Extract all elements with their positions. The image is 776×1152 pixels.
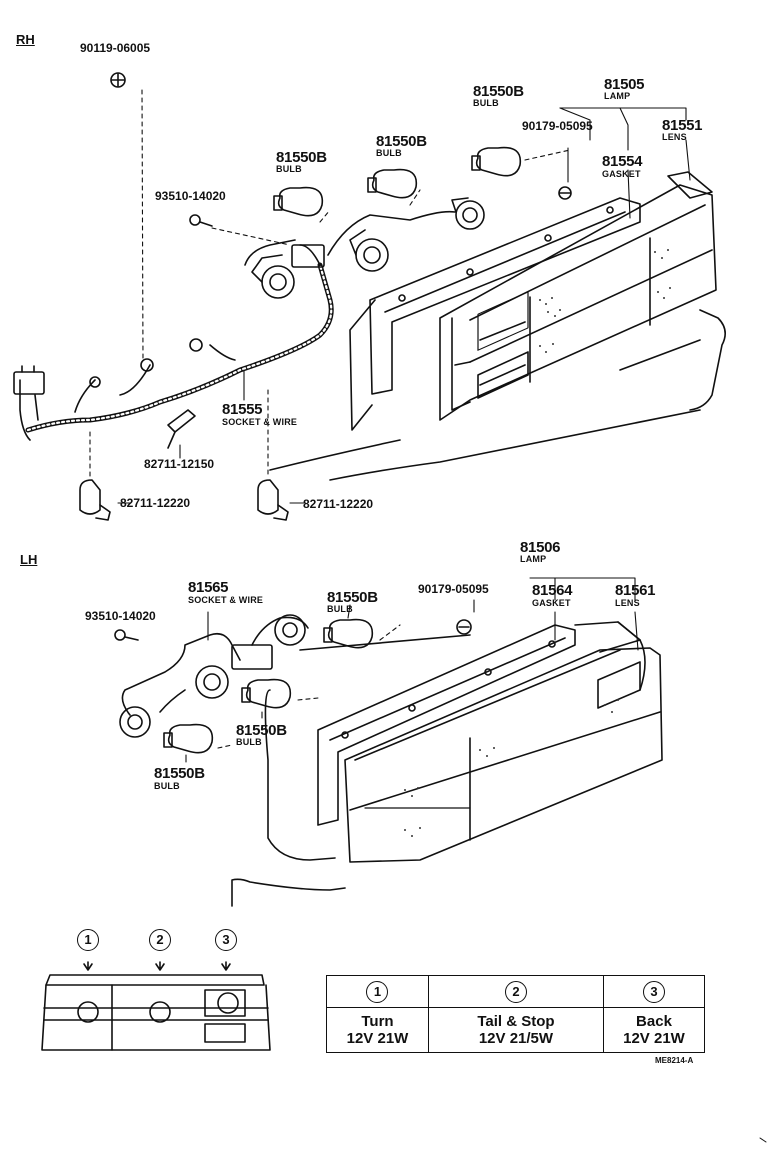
rh-nut-part-number: 90179-05095 xyxy=(522,119,593,133)
rh-gasket-number: 81554 xyxy=(602,153,643,170)
lh-socket-wire-name: SOCKET & WIRE xyxy=(188,595,264,605)
rh-socket-wire-name: SOCKET & WIRE xyxy=(222,417,298,427)
lh-lamp-housing xyxy=(344,621,663,863)
misc-marks xyxy=(759,1137,767,1143)
rh-sockets xyxy=(13,197,485,395)
lh-sockets xyxy=(119,614,306,738)
rh-lamp-number: 81505 xyxy=(604,76,645,93)
lh-bulb-low-name: BULB xyxy=(154,781,180,791)
rh-clamp-3-part-number: 82711-12220 xyxy=(303,497,374,511)
lh-bulbs xyxy=(163,618,374,754)
spec-rating: 12V 21W xyxy=(623,1030,685,1047)
rh-bulb-3-number: 81550B xyxy=(473,83,524,100)
position-marker-3: 3 xyxy=(215,929,237,951)
rh-clamp-2-part-number: 82711-12220 xyxy=(120,496,191,510)
rh-lamp-speckle xyxy=(539,249,671,353)
lh-leaders xyxy=(185,577,639,763)
position-diagram xyxy=(41,961,271,1051)
rh-body-outline xyxy=(269,299,726,481)
rh-bulb-1-number: 81550B xyxy=(276,149,327,166)
spec-table-header-row: 1 2 3 xyxy=(326,975,706,1008)
lh-lamp-name: LAMP xyxy=(520,554,547,564)
figure-code: ME8214-A xyxy=(655,1056,694,1065)
lh-bulb-mid-number: 81550B xyxy=(236,722,287,739)
spec-name: Turn xyxy=(361,1012,394,1030)
rh-bulb-1-name: BULB xyxy=(276,164,302,174)
spec-header-cell: 3 xyxy=(602,975,706,1008)
rh-gasket-name: GASKET xyxy=(602,169,641,179)
rh-bulb-2-number: 81550B xyxy=(376,133,427,150)
position-marker-2: 2 xyxy=(149,929,171,951)
rh-gasket xyxy=(369,197,641,395)
rh-harness xyxy=(19,210,456,441)
rh-bulb-2-name: BULB xyxy=(376,148,402,158)
lh-small-parts xyxy=(114,619,472,641)
rh-socket-wire-number: 81555 xyxy=(222,401,263,418)
lh-bulb-top-number: 81550B xyxy=(327,589,378,606)
spec-name: Tail & Stop xyxy=(477,1012,555,1030)
spec-header-3: 3 xyxy=(642,980,665,1003)
lh-lamp-number: 81506 xyxy=(520,539,561,556)
rh-leaders xyxy=(89,89,691,504)
lh-bulb-low-number: 81550B xyxy=(154,765,205,782)
lh-gasket-number: 81564 xyxy=(532,582,573,599)
spec-rating: 12V 21W xyxy=(346,1030,409,1047)
section-label-lh: LH xyxy=(20,552,38,567)
rh-clip-screw-part-number: 93510-14020 xyxy=(155,189,226,203)
lh-lamp-speckle xyxy=(404,699,619,837)
lh-clip-screw-part-number: 93510-14020 xyxy=(85,609,156,623)
spec-rating: 12V 21/5W xyxy=(478,1030,554,1047)
rh-clamp-1-part-number: 82711-12150 xyxy=(144,457,215,471)
spec-header-cell: 1 xyxy=(326,975,429,1008)
spec-name: Back xyxy=(636,1012,672,1030)
lh-bulb-mid-name: BULB xyxy=(236,737,262,747)
lh-gasket-name: GASKET xyxy=(532,598,571,608)
spec-header-2: 2 xyxy=(504,980,527,1003)
lh-lens-number: 81561 xyxy=(615,582,656,599)
rh-bulb-3-name: BULB xyxy=(473,98,499,108)
lh-lens-name: LENS xyxy=(615,598,640,608)
spec-header-1: 1 xyxy=(366,980,389,1003)
rh-lamp-name: LAMP xyxy=(604,91,631,101)
rh-lamp-housing xyxy=(439,171,717,421)
position-marker-1: 1 xyxy=(77,929,99,951)
spec-header-cell: 2 xyxy=(427,975,604,1008)
rh-screw-part-number: 90119-06005 xyxy=(80,41,151,55)
rh-lens-number: 81551 xyxy=(662,117,703,134)
lh-nut-part-number: 90179-05095 xyxy=(418,582,489,596)
lh-socket-wire-number: 81565 xyxy=(188,579,229,596)
rh-lens-name: LENS xyxy=(662,132,687,142)
lh-bulb-top-name: BULB xyxy=(327,604,353,614)
section-label-rh: RH xyxy=(16,32,35,47)
lh-gasket xyxy=(317,624,576,826)
rh-small-parts xyxy=(79,72,572,521)
rh-bulbs xyxy=(273,146,522,217)
